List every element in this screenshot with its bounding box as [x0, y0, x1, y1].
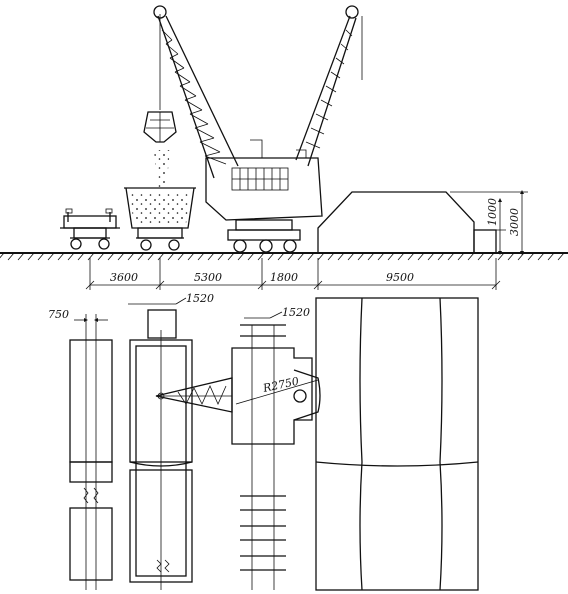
plan-rail-track: 750	[48, 308, 113, 590]
secondary-boom	[295, 5, 363, 167]
span-1-label: 3600	[110, 271, 138, 284]
height-1-label: 1000	[486, 198, 499, 226]
main-boom	[153, 5, 239, 179]
span-dimensions: 3600 5300 1800 9500	[85, 258, 501, 290]
hopper-width-label: 1520	[186, 292, 214, 305]
height-2-label: 3000	[508, 208, 521, 236]
track-width-label: 750	[48, 308, 69, 321]
excavator-body	[205, 139, 323, 253]
plan-hopper-train: 1520	[128, 292, 214, 590]
span-4-label: 9500	[386, 271, 414, 284]
falling-material	[154, 150, 170, 190]
rail-wagon	[60, 208, 120, 250]
grab-bucket	[143, 14, 177, 143]
span-3-label: 1800	[270, 271, 298, 284]
plan-view: 750 1520 1520	[48, 292, 479, 591]
height-dimensions: 1000 3000	[450, 190, 528, 255]
ground-line	[0, 252, 568, 261]
plan-excavator-track: 1520 R2750	[155, 306, 321, 590]
plan-stockpile	[315, 297, 479, 591]
swing-radius-label: R2750	[261, 375, 300, 395]
elevation-view: 1000 3000 3600 5300 1800 9500	[0, 5, 568, 290]
span-2-label: 5300	[194, 271, 222, 284]
stockpile	[317, 191, 497, 254]
receiving-hopper	[124, 187, 196, 251]
crane-track-width-label: 1520	[282, 306, 310, 319]
